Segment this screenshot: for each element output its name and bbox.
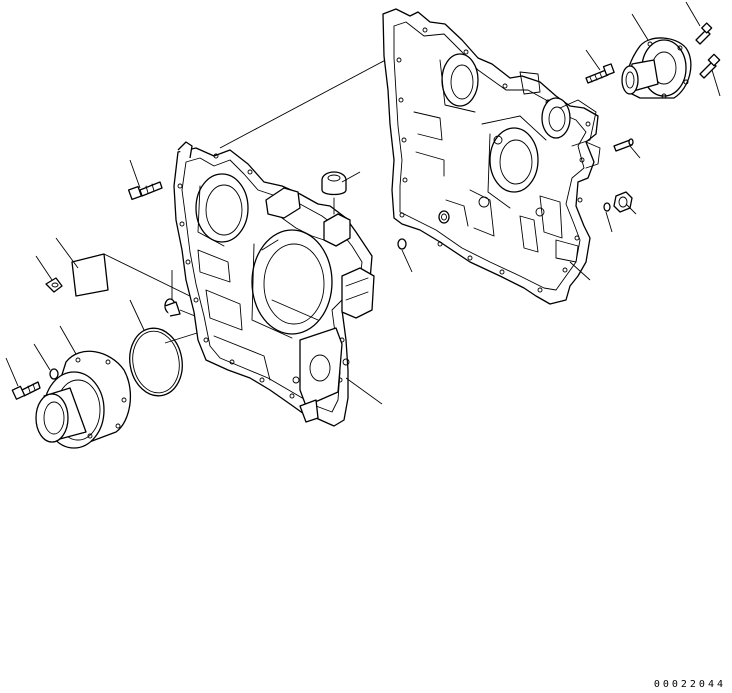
plate-rivet <box>46 278 62 292</box>
timing-gear-case <box>383 9 600 304</box>
o-ring <box>124 324 187 400</box>
name-plate <box>72 254 108 296</box>
flange-bolt-holes <box>397 28 590 292</box>
front-cover <box>174 142 374 426</box>
housing-bolts <box>586 23 720 83</box>
front-seal-housing <box>622 38 691 98</box>
breather-nut <box>614 192 632 212</box>
callout-leaders <box>6 2 720 404</box>
seal-retainer-flange <box>36 351 130 448</box>
speed-sensor <box>322 172 346 214</box>
knock-pin <box>165 299 180 316</box>
cover-bolt <box>129 182 162 199</box>
dowel-pins <box>398 139 633 249</box>
drawing-number: 00022044 <box>653 679 726 690</box>
flange-bolt <box>12 369 58 399</box>
